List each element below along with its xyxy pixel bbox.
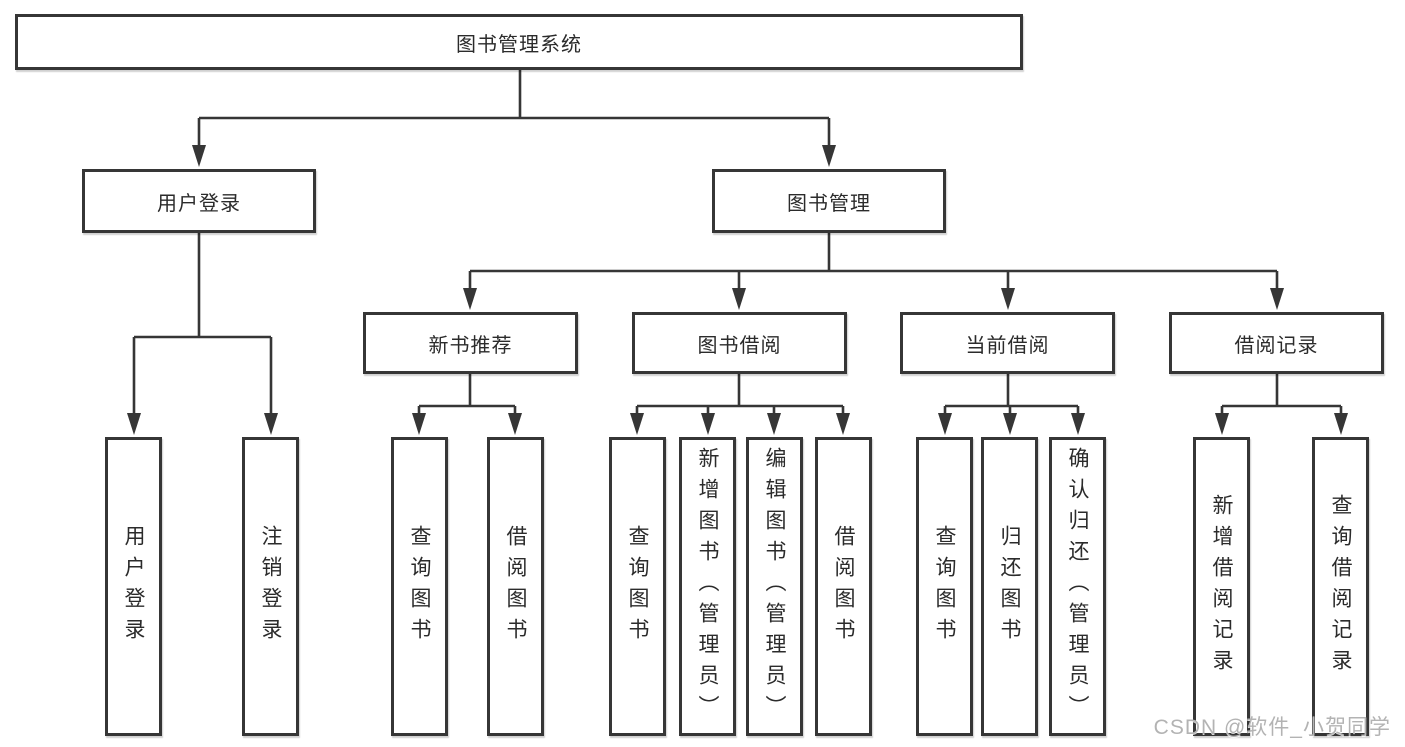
leaf-query-books-borrowing: 查询图书 xyxy=(609,437,666,736)
leaf-borrow-books-recommendation: 借阅图书 xyxy=(487,437,544,736)
leaf-borrow-books-borrowing: 借阅图书 xyxy=(815,437,872,736)
node-user-login: 用户登录 xyxy=(82,169,316,233)
leaf-label: 编辑图书（管理员） xyxy=(763,447,786,726)
node-current-borrowing: 当前借阅 xyxy=(900,312,1115,374)
node-library-management-system: 图书管理系统 xyxy=(15,14,1023,70)
leaf-label: 新增借阅记录 xyxy=(1210,493,1233,680)
node-label: 用户登录 xyxy=(157,192,241,215)
leaf-label: 借阅图书 xyxy=(504,524,527,649)
node-book-borrowing: 图书借阅 xyxy=(632,312,847,374)
csdn-watermark: CSDN @软件_小贺同学 xyxy=(1153,716,1391,739)
leaf-label: 确认归还（管理员） xyxy=(1066,447,1089,726)
leaf-user-login: 用户登录 xyxy=(105,437,162,736)
leaf-label: 借阅图书 xyxy=(832,524,855,649)
node-label: 借阅记录 xyxy=(1234,334,1319,357)
leaf-label: 新增图书（管理员） xyxy=(696,447,719,726)
leaf-label: 查询借阅记录 xyxy=(1329,493,1352,680)
leaf-edit-books-admin: 编辑图书（管理员） xyxy=(746,437,803,736)
node-new-book-recommendation: 新书推荐 xyxy=(363,312,578,374)
node-label: 图书借阅 xyxy=(697,334,782,357)
leaf-label: 用户登录 xyxy=(122,524,145,649)
node-borrowing-records: 借阅记录 xyxy=(1169,312,1384,374)
node-label: 当前借阅 xyxy=(965,334,1050,357)
leaf-query-books-recommendation: 查询图书 xyxy=(391,437,448,736)
leaf-add-borrow-record: 新增借阅记录 xyxy=(1193,437,1250,736)
node-book-management: 图书管理 xyxy=(712,169,946,233)
leaf-add-books-admin: 新增图书（管理员） xyxy=(679,437,736,736)
leaf-label: 归还图书 xyxy=(998,524,1021,649)
arrowheads xyxy=(127,145,1348,435)
node-label: 图书管理系统 xyxy=(456,33,582,56)
leaf-label: 查询图书 xyxy=(933,524,956,649)
leaf-label: 查询图书 xyxy=(626,524,649,649)
leaf-confirm-return-admin: 确认归还（管理员） xyxy=(1049,437,1106,736)
node-label: 图书管理 xyxy=(787,192,871,215)
leaf-query-books-current: 查询图书 xyxy=(916,437,973,736)
leaf-label: 注销登录 xyxy=(259,524,282,649)
node-label: 新书推荐 xyxy=(428,334,513,357)
leaf-logout: 注销登录 xyxy=(242,437,299,736)
leaf-label: 查询图书 xyxy=(408,524,431,649)
leaf-return-books: 归还图书 xyxy=(981,437,1038,736)
leaf-query-borrow-record: 查询借阅记录 xyxy=(1312,437,1369,736)
